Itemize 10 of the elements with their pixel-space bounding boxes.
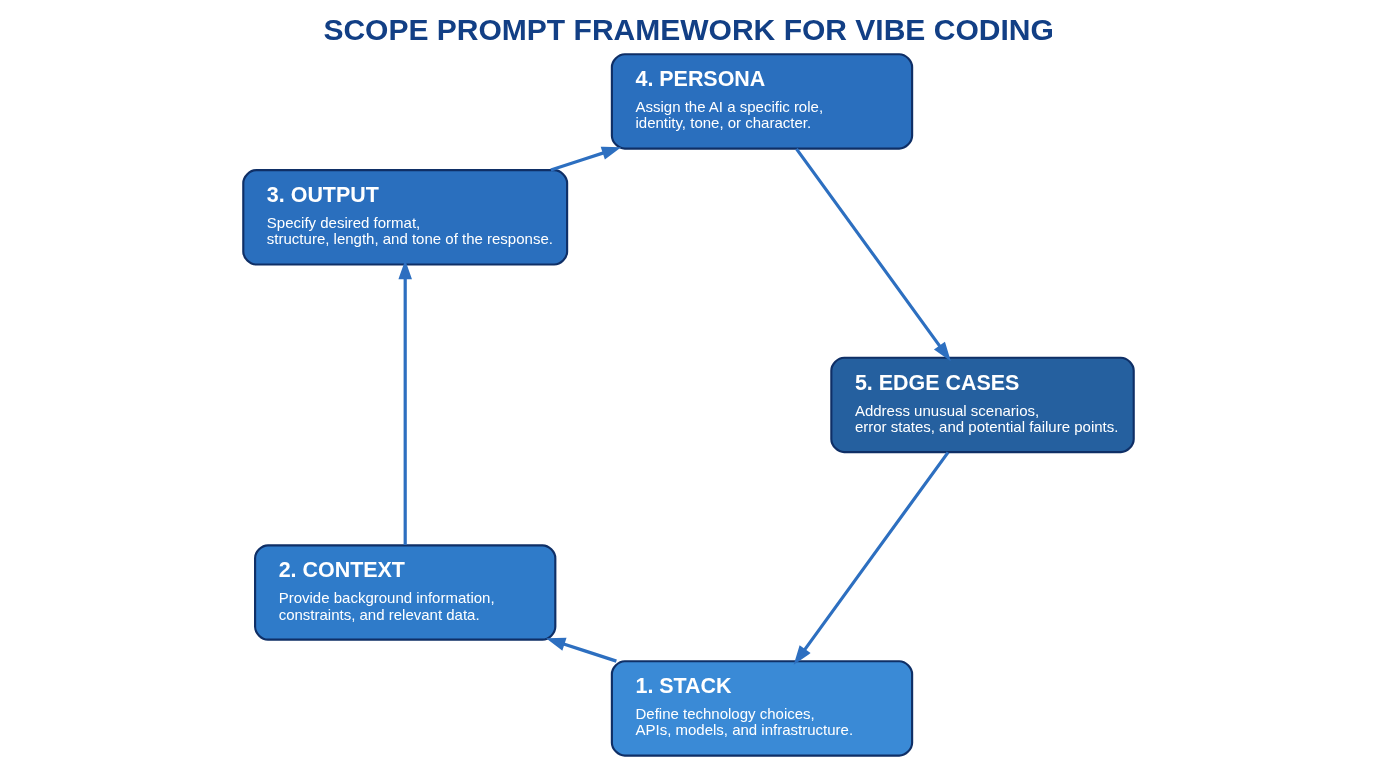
arrow bbox=[549, 146, 621, 172]
diagram-title: SCOPE PROMPT FRAMEWORK FOR VIBE CODING bbox=[322, 12, 1054, 46]
arrow bbox=[794, 147, 951, 362]
arrow bbox=[793, 451, 949, 665]
node-box: 4. PERSONA Assign the AI a specific role, identity, tone, or character. bbox=[610, 53, 913, 150]
node-box: 1. STACK Define technology choices, APIs, models, and infrastructure. bbox=[610, 660, 913, 757]
node-box: 2. CONTEXT Provide background information, constraints, and relevant data. bbox=[253, 544, 556, 641]
arrow bbox=[545, 637, 617, 663]
node-box: 5. EDGE CASES Address unusual scenarios, error states, and potential failure points. bbox=[829, 356, 1135, 454]
node-box: 3. OUTPUT Specify desired format, structure, length, and tone of the response. bbox=[241, 169, 568, 266]
